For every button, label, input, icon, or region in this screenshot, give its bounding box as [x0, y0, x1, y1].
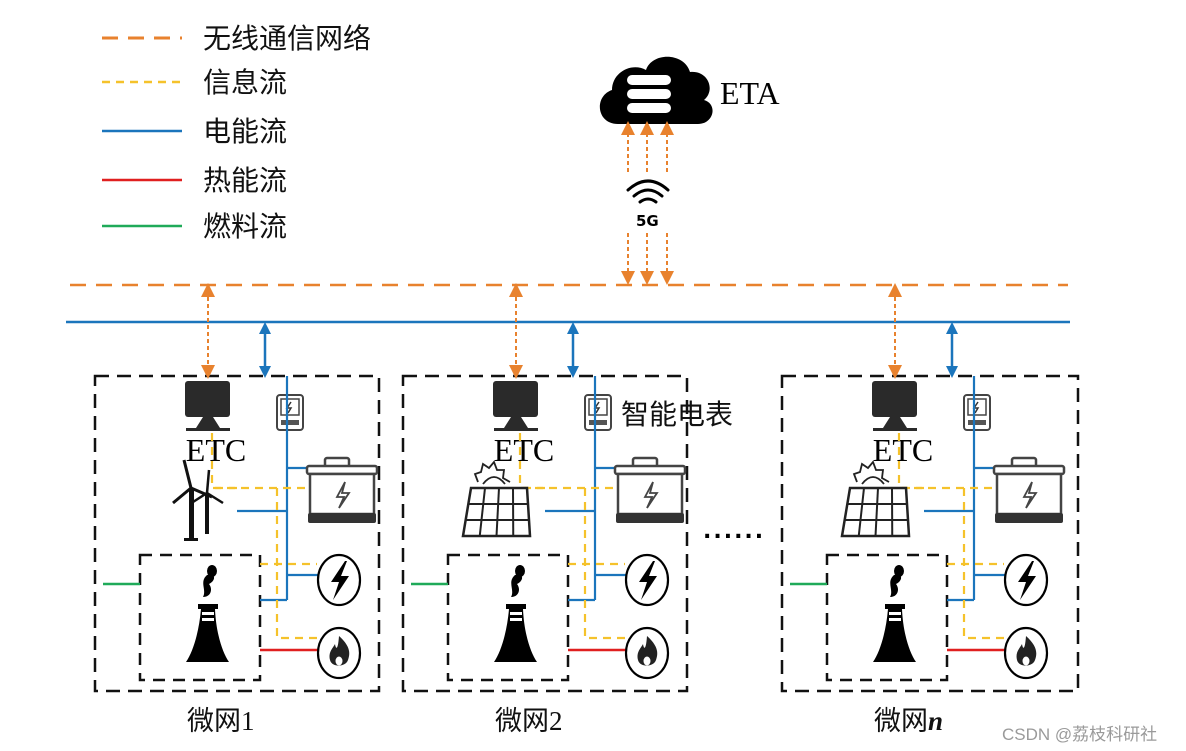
- microgrid-label-index: 1: [241, 706, 255, 736]
- eta-label: ETA: [720, 75, 780, 111]
- heat-load-icon: [624, 626, 670, 680]
- etc-label: ETC: [186, 432, 246, 468]
- chp-boundary: [446, 553, 570, 682]
- wifi-signal-icon: [626, 179, 670, 204]
- microgrid-boundary: [780, 374, 1080, 693]
- smart-meter-icon: [276, 394, 304, 431]
- electric-load-icon: [1003, 553, 1049, 607]
- chp-boundary: [825, 553, 949, 682]
- wind-turbine-icon: [172, 459, 224, 541]
- legend-item-electric: 电能流: [102, 115, 287, 148]
- chp-plant-icon: [494, 565, 537, 662]
- legend-label: 燃料流: [203, 210, 287, 243]
- 5g-label: 5G: [636, 212, 659, 230]
- heat-load-icon: [316, 626, 362, 680]
- computer-monitor-icon: [872, 381, 917, 431]
- computer-monitor-icon: [493, 381, 538, 431]
- microgrid-label-prefix: 微网: [495, 706, 549, 737]
- microgrid-3: ETC 微网n: [780, 283, 1080, 737]
- smart-meter-icon: [963, 394, 991, 431]
- solar-panel-icon: [840, 460, 911, 538]
- info-flow: [583, 488, 625, 640]
- smart-meter-icon: [584, 394, 612, 431]
- microgrid-boundary: [93, 374, 381, 693]
- cloud-uplinks: [621, 121, 674, 285]
- heat-load-icon: [1003, 626, 1049, 680]
- info-flow: [210, 433, 310, 490]
- microgrid-label-prefix: 微网: [187, 706, 241, 737]
- legend-item-fuel: 燃料流: [102, 210, 287, 243]
- info-flow: [518, 433, 618, 490]
- battery-icon: [613, 456, 687, 523]
- legend-label: 信息流: [203, 66, 287, 99]
- microgrid-label-index: n: [928, 706, 943, 736]
- chp-plant-icon: [186, 565, 229, 662]
- electric-load-icon: [316, 553, 362, 607]
- battery-icon: [992, 456, 1066, 523]
- legend-item-info: 信息流: [102, 66, 287, 99]
- legend-item-heat: 热能流: [102, 164, 287, 197]
- microgrid-label: 微网2: [495, 706, 563, 737]
- chp-boundary: [138, 553, 262, 682]
- microgrid-label: 微网n: [874, 706, 943, 737]
- chp-plant-icon: [873, 565, 916, 662]
- microgrid-1: ETC 微网1: [93, 283, 381, 737]
- smart-meter-label: 智能电表: [621, 398, 733, 431]
- electric-load-icon: [624, 553, 670, 607]
- microgrid-label-prefix: 微网: [874, 706, 928, 737]
- microgrid-2: ETC 微网2: [401, 283, 689, 737]
- legend-label: 热能流: [203, 164, 287, 197]
- info-flow: [275, 488, 317, 640]
- cloud-server-icon: [599, 56, 713, 124]
- ellipsis: ......: [703, 519, 765, 544]
- legend: 无线通信网络 信息流 电能流 热能流 燃料流: [102, 22, 371, 243]
- etc-label: ETC: [494, 432, 554, 468]
- info-flow: [897, 433, 997, 490]
- microgrid-label: 微网1: [187, 706, 255, 737]
- watermark: CSDN @荔枝科研社: [1002, 725, 1157, 744]
- battery-icon: [305, 456, 379, 523]
- microgrid-label-index: 2: [549, 706, 563, 736]
- info-flow: [962, 488, 1004, 640]
- etc-label: ETC: [873, 432, 933, 468]
- legend-label: 电能流: [203, 115, 287, 148]
- microgrid-boundary: [401, 374, 689, 693]
- legend-item-wireless: 无线通信网络: [102, 22, 371, 55]
- legend-label: 无线通信网络: [203, 22, 371, 55]
- solar-panel-icon: [461, 460, 532, 538]
- computer-monitor-icon: [185, 381, 230, 431]
